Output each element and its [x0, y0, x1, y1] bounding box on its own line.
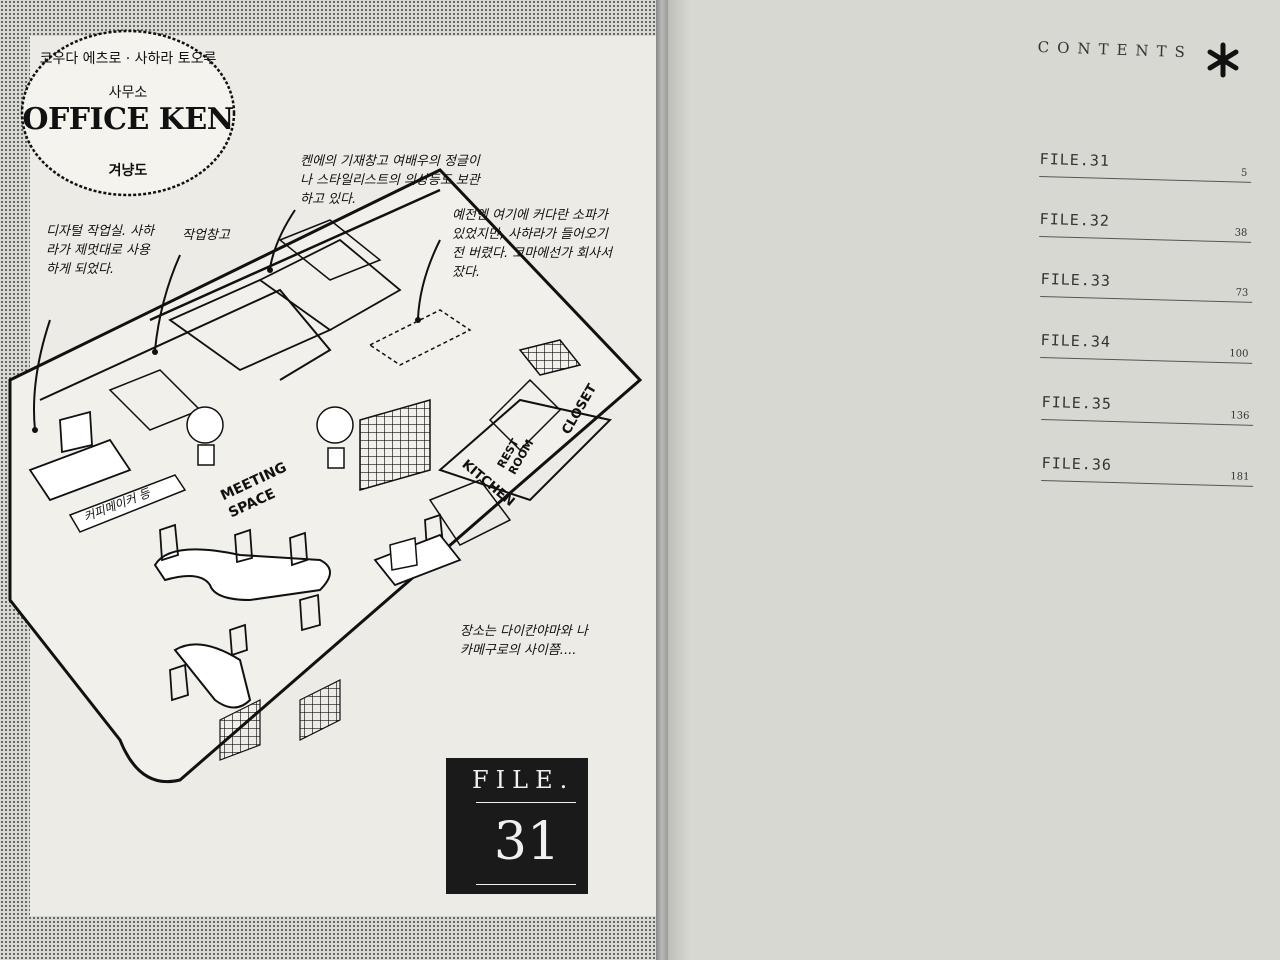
- note-equipment-storage: 켄에의 기재창고 여배우의 정글이나 스타일리스트의 의상등도 보관하고 있다.: [300, 154, 480, 207]
- office-label: 사무소: [108, 85, 148, 101]
- office-name-title: OFFICE KEN: [22, 102, 234, 137]
- floor-plan-label: 겨냥도: [108, 163, 148, 179]
- authors-label: 코우다 에츠로 · 사하라 토오루: [39, 51, 217, 67]
- toc-row-file-32[interactable]: FILE.32 38: [1039, 208, 1252, 243]
- chapter-file-number: 31: [493, 812, 561, 872]
- toc-row-file-31[interactable]: FILE.31 5: [1039, 148, 1252, 183]
- toc-label: FILE.34: [1040, 330, 1112, 351]
- toc-label: FILE.36: [1041, 453, 1113, 474]
- toc-page-number: 38: [1234, 227, 1248, 239]
- book-gutter: [656, 0, 668, 960]
- chapter-file-label: FILE.: [472, 766, 575, 794]
- toc-label: FILE.32: [1039, 209, 1111, 230]
- toc-row-file-35[interactable]: FILE.35 136: [1041, 391, 1254, 426]
- chapter-file-card: [446, 758, 588, 894]
- note-work-storage: 작업창고: [182, 228, 230, 243]
- toc-row-file-36[interactable]: FILE.36 181: [1041, 452, 1254, 487]
- toc-page-number: 100: [1229, 348, 1249, 360]
- toc-page-number: 5: [1240, 167, 1248, 179]
- note-digital-workroom: 디자털 작업실. 사하라가 제멋대로 사용하게 되었다.: [46, 224, 155, 277]
- toc-label: FILE.33: [1040, 269, 1112, 290]
- file-card-divider: [476, 802, 576, 803]
- toc-row-file-33[interactable]: FILE.33 73: [1040, 268, 1253, 303]
- toc-row-file-34[interactable]: FILE.34 100: [1040, 329, 1253, 364]
- file-card-divider-bottom: [476, 884, 576, 885]
- toc-label: FILE.31: [1039, 149, 1111, 170]
- right-page: [662, 0, 1280, 960]
- toc-page-number: 73: [1235, 287, 1249, 299]
- toc-page-number: 181: [1230, 471, 1250, 483]
- note-sofa: 예전엔 여기에 커다란 소파가 있었지만, 사하라가 들어오기 전 버렸다. 코…: [452, 208, 613, 280]
- toc-label: FILE.35: [1041, 392, 1113, 413]
- toc-page-number: 136: [1230, 410, 1250, 422]
- star-icon: [1207, 42, 1239, 78]
- floor-plan-illustration: [8, 29, 643, 784]
- note-location: 장소는 다이칸야마와 나카메구로의 사이쯤....: [460, 624, 588, 658]
